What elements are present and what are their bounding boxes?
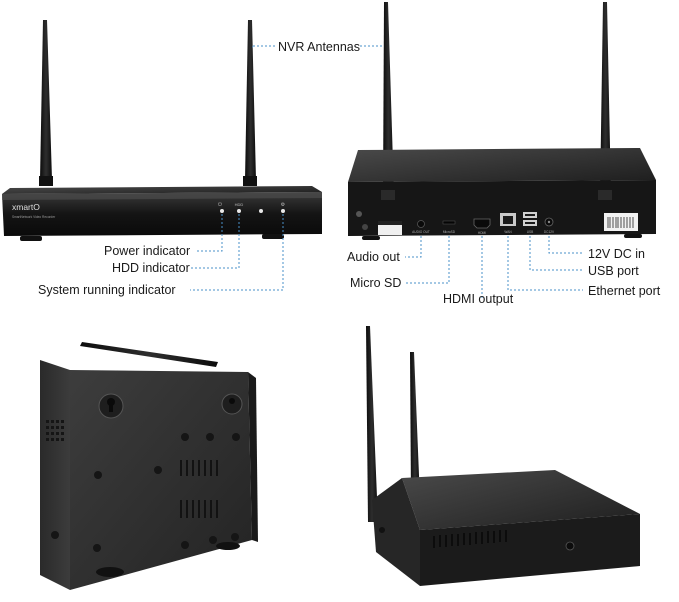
front-tagline: SmartNetwork Video Recorder <box>12 215 56 219</box>
front-leader-lines <box>190 45 385 291</box>
power-led <box>220 209 224 213</box>
angled-front-vents <box>433 530 507 548</box>
rear-hdmi-label: HDMI <box>478 231 486 235</box>
callout-micro-sd: Micro SD <box>350 276 402 290</box>
rear-leader-lines <box>405 236 583 298</box>
front-antenna-left <box>40 20 52 180</box>
spare-led <box>259 209 263 213</box>
rear-usb-label: USB <box>527 230 534 234</box>
front-logo: xmartO <box>12 202 40 212</box>
nvr-angled-view <box>366 326 640 586</box>
callout-ethernet-port: Ethernet port <box>588 284 661 298</box>
side-vent-grid <box>46 420 64 441</box>
audio-out-jack <box>417 220 425 228</box>
callout-12v-dc-in: 12V DC in <box>588 247 645 261</box>
underside-antenna <box>80 342 218 367</box>
rear-dc-label: DC12V <box>544 230 555 234</box>
callout-system-running-indicator: System running indicator <box>38 283 176 297</box>
angled-antenna-right <box>410 352 420 500</box>
angled-antenna-left <box>366 326 378 522</box>
rear-audio-label: AUDIO OUT <box>412 230 430 234</box>
nvr-rear-view: AUDIO OUT MicroSD HDMI WAN USB DC12V <box>348 2 656 240</box>
rear-sd-label: MicroSD <box>443 230 456 234</box>
hdmi-port <box>473 218 491 229</box>
callout-hdmi-output: HDMI output <box>443 292 514 306</box>
micro-sd-slot <box>442 220 456 225</box>
callout-hdd-indicator: HDD indicator <box>112 261 190 275</box>
system-led <box>281 209 285 213</box>
underside-vents <box>180 460 218 518</box>
callout-audio-out: Audio out <box>347 250 400 264</box>
front-power-symbol: ⏻ <box>218 202 222 208</box>
callout-usb-port: USB port <box>588 264 639 278</box>
callout-power-indicator: Power indicator <box>104 244 191 258</box>
callout-nvr-antennas: NVR Antennas <box>278 40 360 54</box>
front-hdd-label: HDD <box>235 202 244 207</box>
hdd-led <box>237 209 241 213</box>
front-sys-symbol: ⚙ <box>281 202 286 208</box>
rear-lan-label: WAN <box>504 230 512 234</box>
front-antenna-right <box>245 20 256 180</box>
nvr-front-view: xmartO SmartNetwork Video Recorder ⏻ HDD… <box>2 20 322 241</box>
rear-antenna-left <box>383 2 394 196</box>
nvr-underside-view <box>40 342 258 590</box>
rear-antenna-right <box>600 2 611 196</box>
